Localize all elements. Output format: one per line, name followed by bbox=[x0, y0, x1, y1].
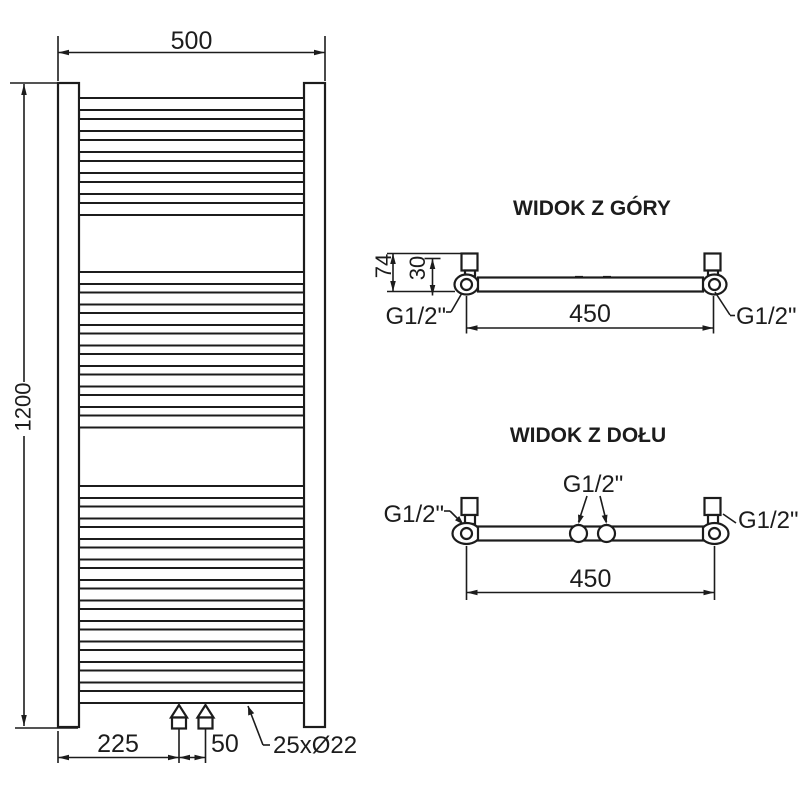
front-valve-spacing-label: 50 bbox=[211, 730, 239, 758]
bottom-left-connection-port bbox=[459, 526, 474, 541]
bottom-center-connection-label: G1/2" bbox=[563, 471, 624, 498]
radiator-tube bbox=[78, 505, 305, 520]
top-depth-label: 74 bbox=[371, 254, 396, 278]
top-left-connection-label: G1/2" bbox=[385, 303, 446, 330]
radiator-tube bbox=[78, 332, 305, 347]
top-right-connection-label: G1/2" bbox=[736, 303, 797, 330]
left-valve-connection bbox=[168, 702, 190, 730]
radiator-tube bbox=[78, 202, 305, 216]
bottom-center-port-left bbox=[568, 523, 589, 544]
radiator-tube bbox=[78, 567, 305, 581]
top-spacing-label: 450 bbox=[569, 300, 611, 328]
radiator-tube bbox=[78, 394, 305, 408]
radiator-tube bbox=[78, 628, 305, 643]
bottom-right-connection-callout: G1/2" bbox=[722, 507, 799, 534]
top-view: WIDOK Z GÓRY 74 30 bbox=[371, 196, 797, 334]
right-valve-connection bbox=[195, 702, 216, 730]
front-height-dimension: 1200 bbox=[10, 82, 78, 729]
radiator-tube bbox=[78, 291, 305, 306]
bottom-center-connection-callout: G1/2" bbox=[563, 471, 624, 524]
radiator-tube bbox=[78, 526, 305, 540]
top-right-wall-bracket bbox=[703, 252, 722, 278]
bottom-view-title: WIDOK Z DOŁU bbox=[510, 424, 666, 447]
radiator-tube bbox=[78, 118, 305, 132]
radiator-tubes bbox=[78, 97, 305, 704]
radiator-tube bbox=[78, 485, 305, 499]
right-collector-rail bbox=[302, 81, 327, 729]
top-depth-dimension: 74 bbox=[371, 252, 462, 293]
bottom-spacing-label: 450 bbox=[570, 565, 612, 593]
top-view-title: WIDOK Z GÓRY bbox=[513, 196, 671, 220]
radiator-tube bbox=[78, 160, 305, 174]
radiator-tube bbox=[78, 587, 305, 602]
radiator-tube bbox=[78, 271, 305, 285]
top-left-wall-bracket bbox=[460, 252, 479, 278]
front-width-dimension: 500 bbox=[57, 27, 326, 81]
radiator-tube bbox=[78, 97, 305, 111]
radiator-tube bbox=[78, 649, 305, 663]
bottom-right-connection-label: G1/2" bbox=[738, 507, 799, 534]
radiator-tube bbox=[78, 690, 305, 704]
top-bracket-dimension: 30 bbox=[405, 256, 441, 296]
top-spacing-dimension: 450 bbox=[465, 296, 715, 334]
tube-count-callout: 25xØ22 bbox=[247, 705, 357, 759]
top-right-connection-callout: G1/2" bbox=[714, 291, 797, 330]
bottom-left-connection-callout: G1/2" bbox=[383, 501, 464, 528]
top-bracket-label: 30 bbox=[405, 256, 430, 280]
top-left-connection-port bbox=[459, 277, 474, 292]
radiator-tube bbox=[78, 353, 305, 367]
bottom-right-connection-port bbox=[707, 526, 722, 541]
bottom-spacing-dimension: 450 bbox=[465, 546, 716, 600]
bottom-right-wall-bracket bbox=[703, 496, 722, 526]
front-width-label: 500 bbox=[171, 27, 213, 55]
top-tube-bar bbox=[476, 276, 705, 293]
radiator-tube bbox=[78, 669, 305, 684]
front-bottom-dimensions: 225 50 bbox=[57, 729, 239, 763]
radiator-tube bbox=[78, 414, 305, 429]
radiator-tube bbox=[78, 373, 305, 388]
front-left-offset-label: 225 bbox=[97, 730, 139, 758]
bottom-left-wall-bracket bbox=[460, 496, 479, 526]
radiator-tube bbox=[78, 608, 305, 622]
tubes-label: 25xØ22 bbox=[273, 732, 357, 759]
front-view: 500 1200 bbox=[10, 27, 357, 763]
bottom-view: WIDOK Z DOŁU G1/2" bbox=[383, 424, 799, 600]
bottom-left-connection-label: G1/2" bbox=[383, 501, 444, 528]
bottom-center-port-right bbox=[596, 523, 617, 544]
bottom-tube-bar bbox=[476, 525, 705, 542]
left-collector-rail bbox=[56, 81, 81, 729]
front-height-label: 1200 bbox=[11, 383, 36, 432]
radiator-tube bbox=[78, 181, 305, 195]
radiator-tube bbox=[78, 546, 305, 561]
top-right-connection-port bbox=[707, 277, 722, 292]
radiator-tube bbox=[78, 312, 305, 326]
radiator-tube bbox=[78, 139, 305, 153]
top-left-connection-callout: G1/2" bbox=[385, 292, 463, 330]
